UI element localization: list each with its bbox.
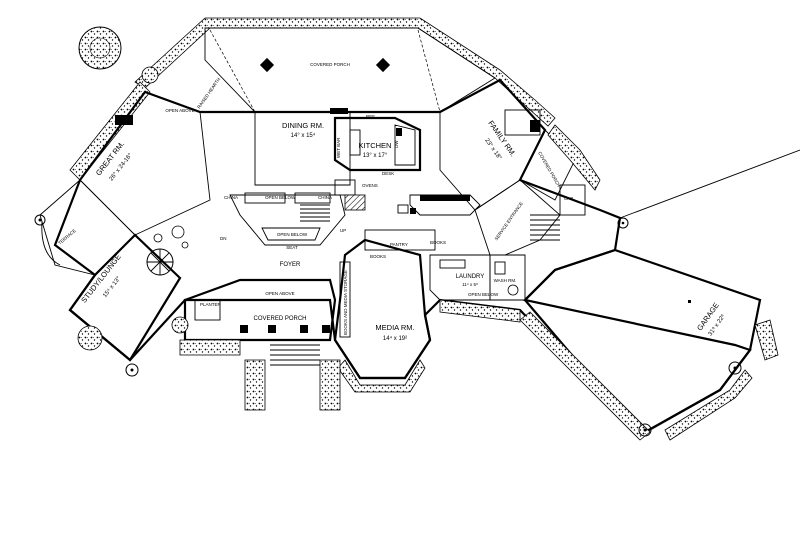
dining-room-dim: 14° x 15⁴	[291, 132, 316, 139]
tree-symbol	[78, 26, 122, 70]
pantry-note: PANTRY	[390, 242, 408, 247]
open-below-note-2: OPEN BELOW	[277, 232, 308, 237]
planter-note: PLANTER	[200, 302, 222, 307]
desk-note: DESK	[382, 171, 394, 176]
service-stair-treads	[530, 214, 560, 241]
laundry: LAUNDRY 11⁴ x 5⁸	[429, 254, 491, 301]
covered-porch-front: OPEN ABOVE COVERED PORCH PLANTER	[183, 278, 337, 342]
media-room: BOOKS AND MEDIA STORAGE MEDIA RM. 14⁴ x …	[333, 238, 432, 393]
wash-room-label: WASH RM.	[494, 278, 517, 283]
media-room-label: MEDIA RM.	[375, 323, 414, 332]
open-below-note-1: OPEN BELOW	[265, 195, 296, 200]
books-note-2: BOOKS	[370, 254, 386, 259]
seat-note: SEAT	[286, 245, 298, 250]
spiral-stair	[146, 225, 185, 276]
ovens-note: OVENS	[362, 183, 378, 188]
wet-bar-note: WET BAR	[336, 137, 341, 158]
dw-note: DW	[394, 140, 399, 148]
books-note-1: BOOKS	[430, 240, 446, 245]
stair-treads-foyer	[300, 204, 330, 222]
ref-note: REF	[366, 114, 375, 119]
laundry-dim: 11⁴ x 5⁸	[462, 282, 478, 287]
great-room: GREAT RM. 26° x 24-16° OPEN ABOVE RAISED…	[79, 77, 221, 236]
open-above-left-note: OPEN ABOVE	[165, 108, 194, 113]
planter-front-right: OPEN BELOW	[439, 292, 521, 323]
covered-porch-side-label: COVERED PORCH	[537, 151, 561, 188]
foyer-label: FOYER	[280, 262, 301, 268]
garage: GARAGE 31⁸ x 22⁸	[519, 149, 800, 441]
china-note-1: CHINA	[224, 195, 238, 200]
covered-porch-front-label: COVERED PORCH	[253, 316, 306, 322]
raised-hearth	[397, 194, 481, 216]
dining-room-label: DINING RM.	[282, 121, 324, 130]
planter-left	[69, 66, 159, 181]
post-lights	[181, 217, 629, 249]
service-entrance-label: SERVICE ENTRANCE	[494, 201, 524, 241]
service-entrance: SERVICE ENTRANCE CAB	[474, 179, 586, 256]
up-note: UP	[340, 228, 346, 233]
media-room-dim: 14⁴ x 19²	[383, 335, 407, 342]
kitchen-dim: 13° x 17°	[363, 153, 388, 159]
laundry-label: LAUNDRY	[456, 274, 485, 280]
cab-note: CAB	[564, 196, 573, 201]
dn-note: DN	[220, 236, 227, 241]
kitchen-label: KITCHEN	[359, 141, 392, 150]
dining-room: DINING RM. 14° x 15⁴	[254, 108, 351, 186]
foyer: OPEN BELOW OPEN BELOW FOYER SEAT CHINA C…	[220, 192, 346, 268]
china-note-2: CHINA	[318, 195, 332, 200]
study-lounge: STUDY/LOUNGE 15⁴ x 13°	[68, 233, 182, 377]
raised-hearth-note: RAISED HEARTH	[196, 77, 221, 110]
family-room-label: FAMILY RM.	[486, 119, 517, 158]
open-below-note-3: OPEN BELOW	[468, 292, 499, 297]
open-above-front-note: OPEN ABOVE	[265, 291, 294, 296]
covered-porch-top-label: COVERED PORCH	[310, 62, 350, 67]
ovens-desk: OVENS DESK	[334, 171, 394, 211]
media-storage-note: BOOKS AND MEDIA STORAGE	[343, 270, 348, 335]
kitchen: KITCHEN 13° x 17° REF WET BAR DW	[333, 114, 422, 172]
front-steps	[171, 316, 341, 411]
